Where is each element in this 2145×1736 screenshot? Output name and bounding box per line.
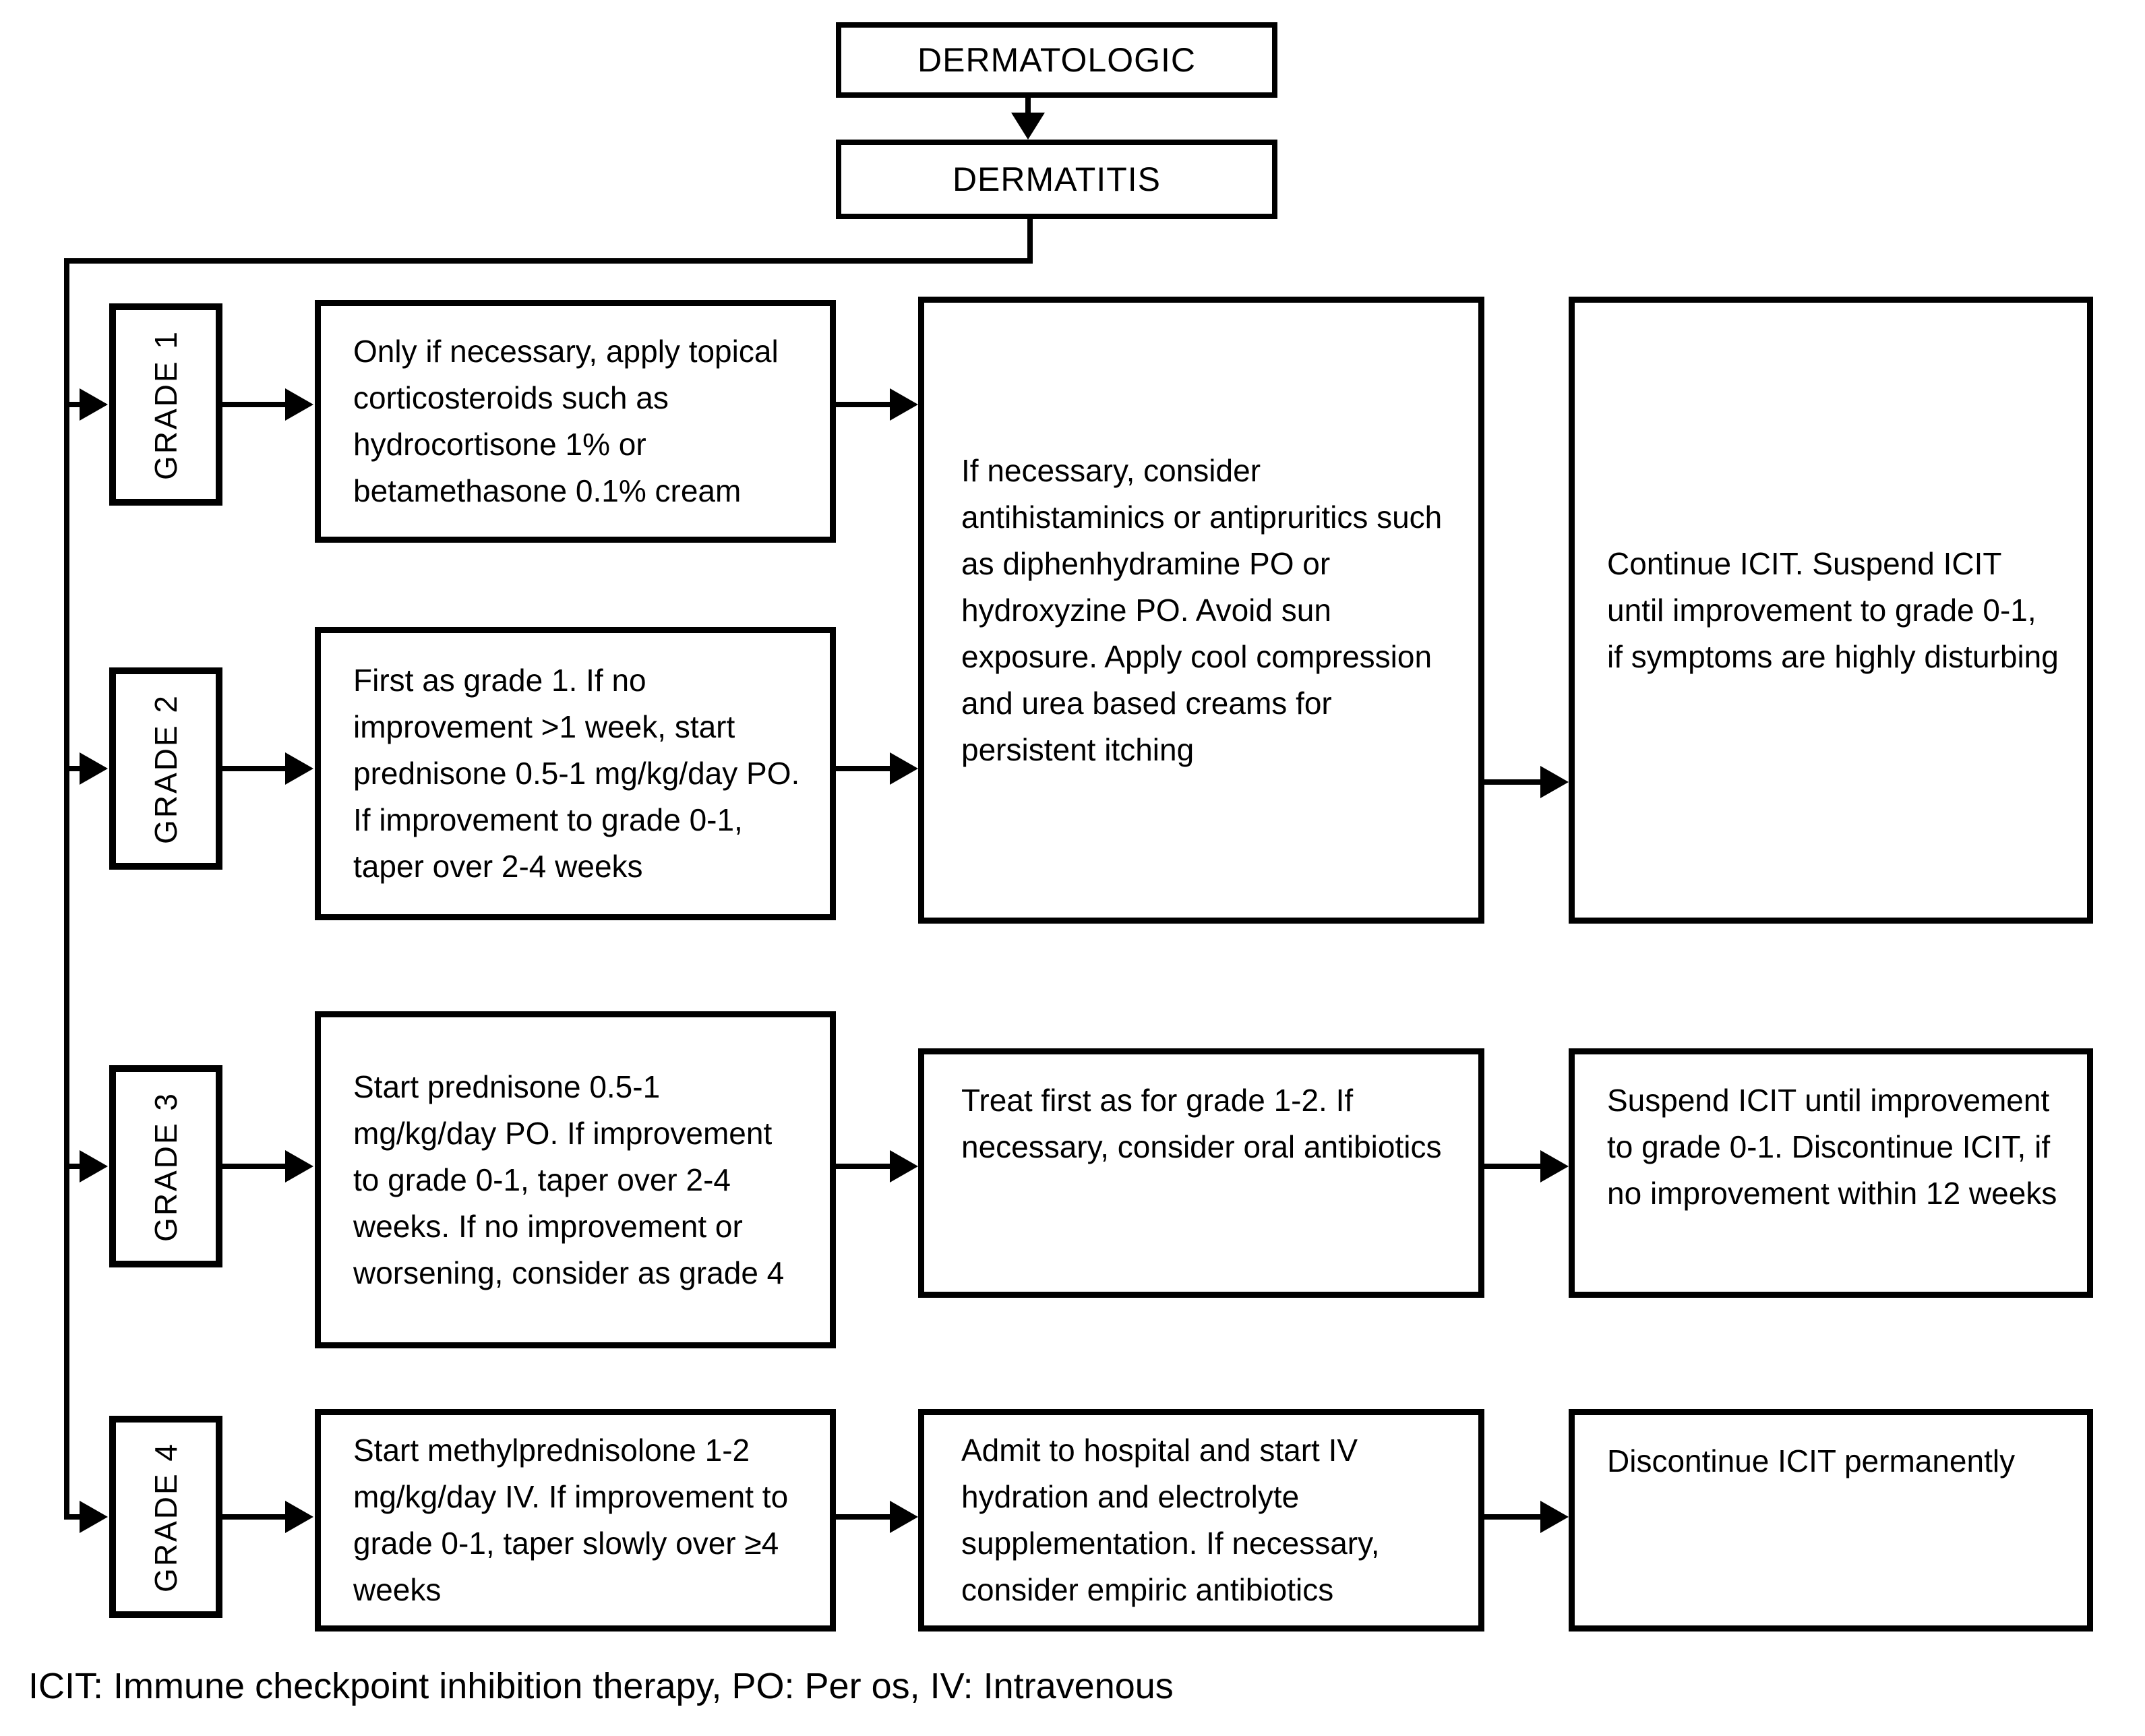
arrowhead-right [1540,1150,1569,1183]
grade-1-2-icit-decision-box: Continue ICIT. Suspend ICIT until improv… [1569,297,2093,924]
arrowhead-right [80,1501,108,1533]
connector-line [67,766,82,771]
connector-line [222,402,286,407]
grade-4-treatment-box: Start methylprednisolone 1-2 mg/kg/day I… [315,1409,836,1632]
connector-line [67,1514,82,1520]
connector-line [1027,219,1033,261]
arrowhead-right [285,752,313,785]
grade-1-label: GRADE 1 [148,329,183,480]
grade-3-label: GRADE 3 [148,1091,183,1242]
arrowhead-right [80,388,108,421]
connector-line [222,766,286,771]
arrowhead-right [285,388,313,421]
grade-2-box: GRADE 2 [109,667,222,870]
node-dermatitis: DERMATITIS [836,140,1277,219]
arrowhead-right [890,1150,918,1183]
connector-line [67,1164,82,1169]
connector-line [1484,1514,1542,1520]
arrowhead-right [1540,1501,1569,1533]
arrowhead-right [890,1501,918,1533]
connector-line [1484,1164,1542,1169]
grade-1-2-supportive-care-box: If necessary, consider antihistaminics o… [918,297,1484,924]
connector-line [836,402,891,407]
abbreviation-legend: ICIT: Immune checkpoint inhibition thera… [28,1666,1174,1706]
connector-line [222,1164,286,1169]
arrowhead-right [890,752,918,785]
grade-4-supportive-care-box: Admit to hospital and start IV hydration… [918,1409,1484,1632]
connector-line [1484,779,1542,785]
connector-line [64,258,1033,264]
arrowhead-right [80,1150,108,1183]
arrowhead-right [285,1501,313,1533]
grade-1-box: GRADE 1 [109,303,222,506]
grade-2-label: GRADE 2 [148,693,183,844]
grade-1-treatment-box: Only if necessary, apply topical cortico… [315,300,836,543]
connector-line [836,766,891,771]
arrowhead-right [80,752,108,785]
grade-3-box: GRADE 3 [109,1065,222,1267]
arrowhead-right [285,1150,313,1183]
connector-line [836,1514,891,1520]
grade-4-label: GRADE 4 [148,1441,183,1592]
grade-4-box: GRADE 4 [109,1416,222,1618]
grade-3-icit-decision-box: Suspend ICIT until improvement to grade … [1569,1048,2093,1298]
grade-2-treatment-box: First as grade 1. If no improvement >1 w… [315,627,836,920]
grade-3-treatment-box: Start prednisone 0.5-1 mg/kg/day PO. If … [315,1011,836,1348]
connector-line [64,258,69,1520]
grade-3-supportive-care-box: Treat first as for grade 1-2. If necessa… [918,1048,1484,1298]
arrowhead-down [1011,113,1045,140]
arrowhead-right [1540,766,1569,798]
arrowhead-right [890,388,918,421]
connector-line [836,1164,891,1169]
connector-line [222,1514,286,1520]
node-dermatologic: DERMATOLOGIC [836,22,1277,98]
connector-line [1025,98,1031,119]
connector-line [67,402,82,407]
grade-4-icit-decision-box: Discontinue ICIT permanently [1569,1409,2093,1632]
